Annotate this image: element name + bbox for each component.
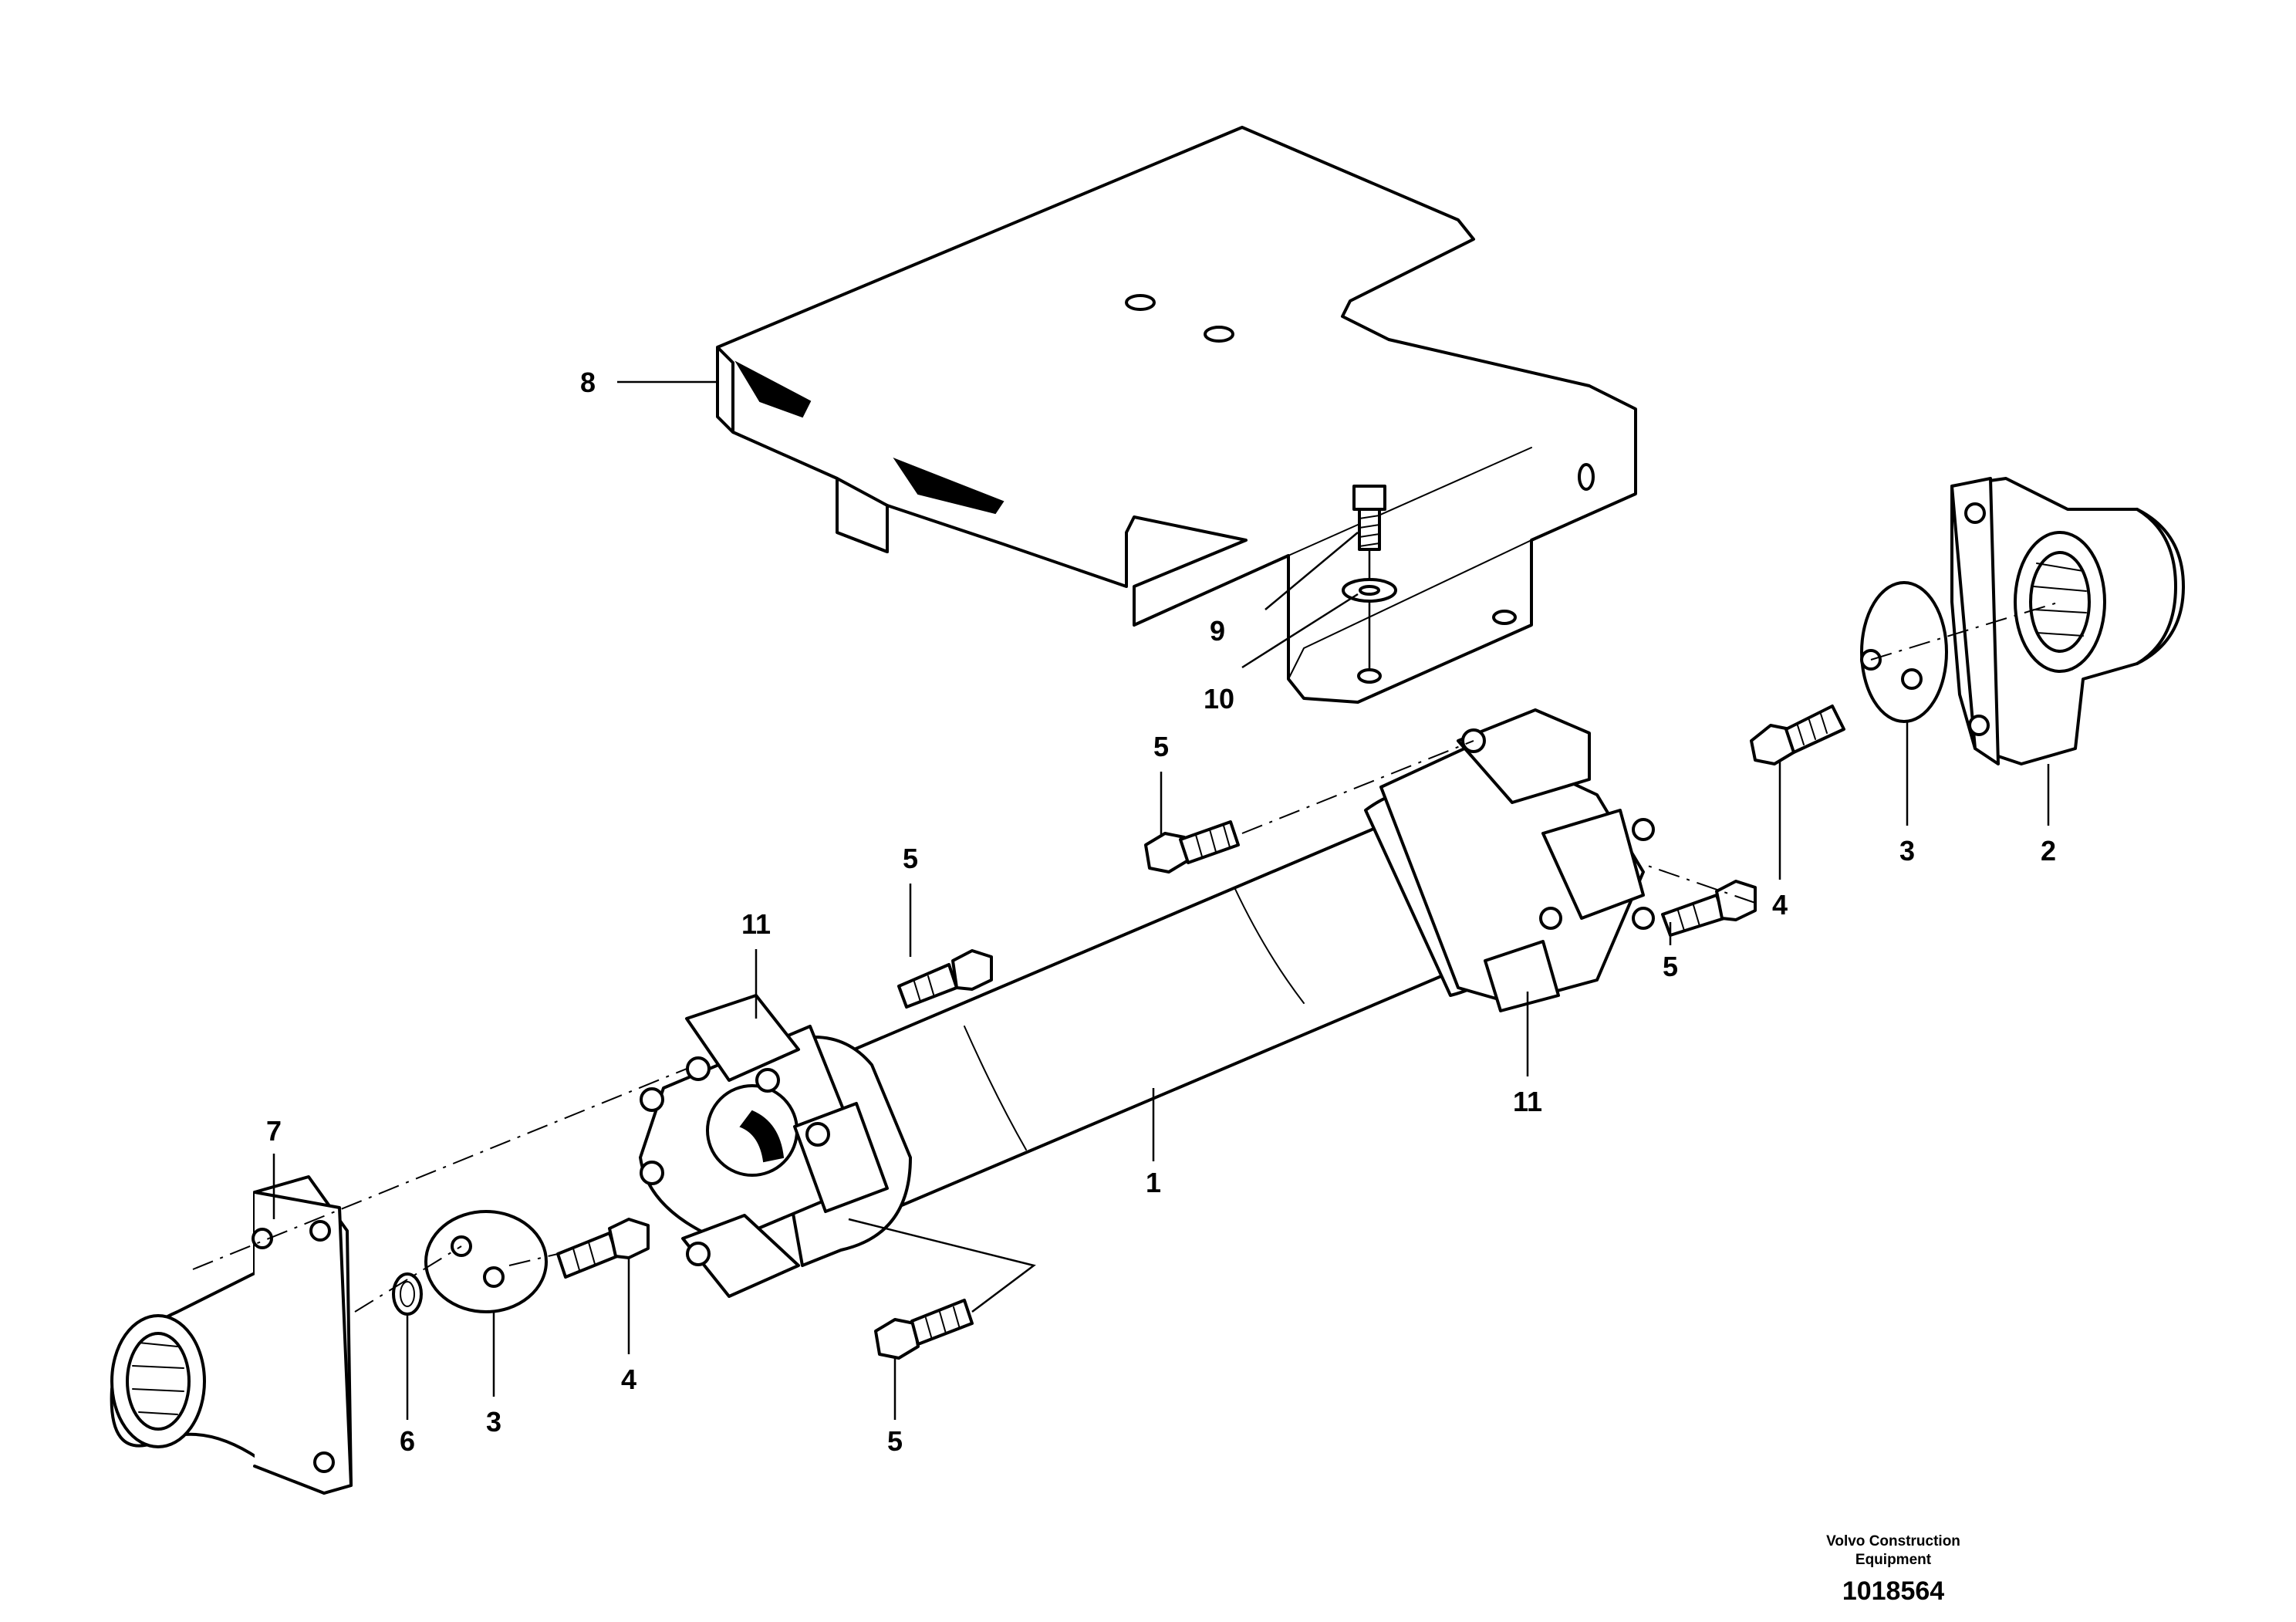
callout-9: 9 xyxy=(1210,615,1225,647)
bolt-part-9 xyxy=(1352,485,1386,671)
callout-5-right: 5 xyxy=(1663,951,1678,982)
bolt-upper-left-part-5 xyxy=(897,949,993,1009)
credit-line-1: Volvo Construction xyxy=(1826,1533,1960,1549)
callout-1: 1 xyxy=(1146,1167,1161,1198)
bracket-part-8 xyxy=(716,126,1637,704)
drawing-number: 1018564 xyxy=(1842,1576,1944,1606)
callout-labels: 1 2 3 3 4 4 5 5 5 5 6 7 8 9 10 11 11 xyxy=(266,367,2056,1457)
callout-6: 6 xyxy=(400,1425,415,1457)
assembly-centerlines xyxy=(192,601,2061,1313)
callout-2: 2 xyxy=(2041,835,2056,867)
callout-11-left: 11 xyxy=(741,908,771,940)
credit-line-2: Equipment xyxy=(1855,1552,1932,1568)
leader-lines xyxy=(272,380,2050,1420)
callout-5-lower: 5 xyxy=(887,1425,903,1457)
callout-11-right: 11 xyxy=(1513,1086,1542,1117)
callout-3-left: 3 xyxy=(486,1406,501,1438)
flange-yoke-part-2 xyxy=(1950,477,2185,765)
washer-plate-left-part-3 xyxy=(424,1210,548,1313)
bolt-right-flange-part-5 xyxy=(1661,880,1757,937)
callout-10: 10 xyxy=(1204,683,1234,715)
callout-7: 7 xyxy=(266,1115,282,1147)
callout-4-right: 4 xyxy=(1772,889,1788,921)
universal-joint-left-part-11 xyxy=(639,994,912,1298)
washer-plate-right-part-3 xyxy=(1860,581,1948,723)
flange-yoke-part-7 xyxy=(110,1175,353,1495)
callout-3-right: 3 xyxy=(1899,835,1915,867)
bolt-lower-part-5 xyxy=(874,1299,974,1360)
bolt-top-center-part-5 xyxy=(1144,820,1240,874)
callout-5-upper-left: 5 xyxy=(903,843,918,874)
drawing-credit: Volvo Construction Equipment 1018564 xyxy=(1826,1533,1960,1606)
universal-joint-right-part-11 xyxy=(1379,708,1655,1012)
callout-4-left: 4 xyxy=(621,1363,636,1395)
bolt-right-part-4 xyxy=(1750,705,1845,765)
bolt-left-part-4 xyxy=(556,1218,650,1279)
callout-8: 8 xyxy=(580,367,596,398)
callout-5-top: 5 xyxy=(1153,731,1169,762)
